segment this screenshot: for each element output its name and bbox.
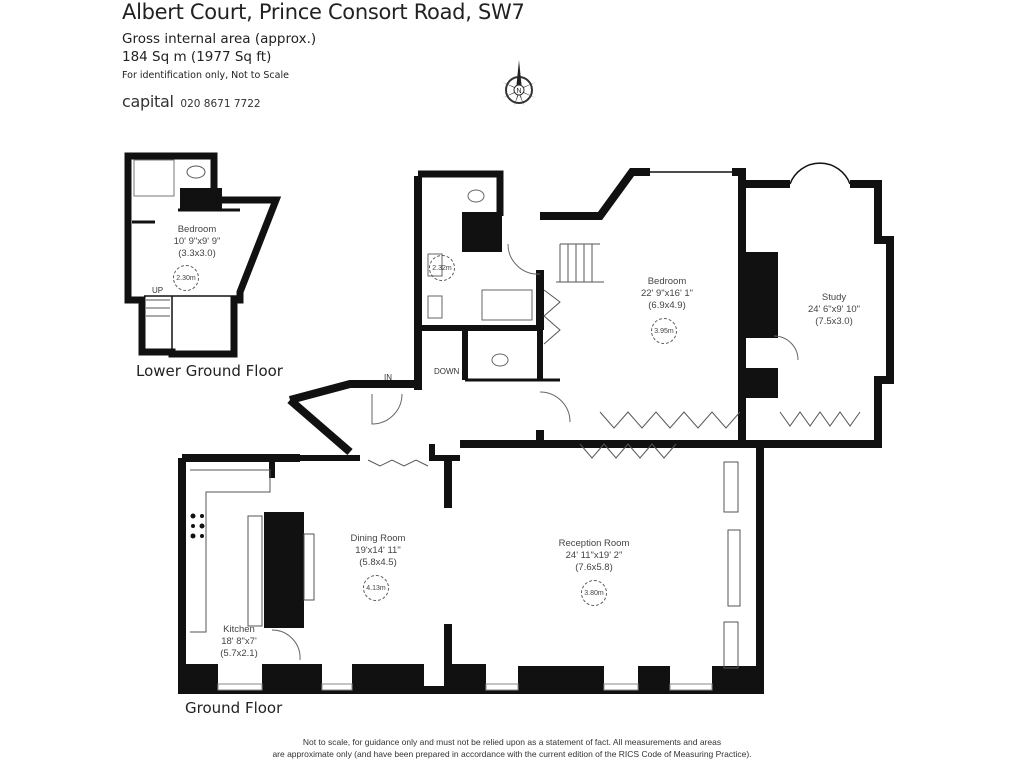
room-imperial: 18' 8"x7' bbox=[221, 636, 257, 647]
room-label-dining-room: Dining Room 19'x14' 11" (5.8x4.5) bbox=[351, 533, 406, 569]
room-imperial: 24' 11"x19' 2" bbox=[565, 550, 623, 561]
floor-label-ground: Ground Floor bbox=[185, 699, 283, 717]
floor-label-lower-ground: Lower Ground Floor bbox=[136, 362, 283, 380]
room-imperial: 10' 9"x9' 9" bbox=[173, 236, 221, 247]
room-name: Bedroom bbox=[647, 276, 687, 287]
room-name: Reception Room bbox=[558, 538, 630, 549]
disclaimer-line-1: Not to scale, for guidance only and must… bbox=[302, 737, 722, 747]
room-metric: (6.9x4.9) bbox=[648, 300, 686, 311]
room-label-kitchen: Kitchen 18' 8"x7' (5.7x2.1) bbox=[220, 624, 258, 660]
disclaimer: Not to scale, for guidance only and must… bbox=[0, 736, 1024, 760]
ceiling-height-lgf-bedroom: 2.30m bbox=[173, 265, 199, 291]
room-label-study: Study 24' 6"x9' 10" (7.5x3.0) bbox=[808, 292, 860, 328]
room-label-bedroom: Bedroom 22' 9"x16' 1" (6.9x4.9) bbox=[641, 276, 693, 312]
disclaimer-line-2: are approximate only (and have been prep… bbox=[272, 749, 752, 759]
compass-rose-icon: N bbox=[502, 60, 536, 106]
room-name: Kitchen bbox=[223, 624, 255, 635]
room-metric: (7.6x5.8) bbox=[575, 562, 613, 573]
room-name: Dining Room bbox=[350, 533, 406, 544]
room-imperial: 19'x14' 11" bbox=[355, 545, 401, 556]
room-label-lgf-bedroom: Bedroom 10' 9"x9' 9" (3.3x3.0) bbox=[174, 224, 221, 260]
room-metric: (3.3x3.0) bbox=[178, 248, 216, 259]
ceiling-height-reception-room: 3.80m bbox=[581, 580, 607, 606]
scale-note: For identification only, Not to Scale bbox=[122, 70, 289, 81]
room-name: Study bbox=[821, 292, 847, 303]
stairs-up-label: UP bbox=[152, 286, 164, 295]
property-title: Albert Court, Prince Consort Road, SW7 bbox=[122, 0, 525, 24]
area-label: Gross internal area (approx.) bbox=[122, 31, 317, 47]
room-imperial: 22' 9"x16' 1" bbox=[640, 288, 694, 299]
ceiling-height-bathroom: 2.32m bbox=[429, 255, 455, 281]
room-metric: (7.5x3.0) bbox=[815, 316, 853, 327]
brand-logo: capital bbox=[122, 92, 174, 111]
room-label-reception-room: Reception Room 24' 11"x19' 2" (7.6x5.8) bbox=[559, 538, 630, 574]
ceiling-height-dining-room: 4.13m bbox=[363, 575, 389, 601]
stairs-down-label: DOWN bbox=[434, 367, 460, 376]
area-value: 184 Sq m (1977 Sq ft) bbox=[122, 49, 272, 65]
ceiling-height-bedroom: 3.95m bbox=[651, 318, 677, 344]
entrance-label: IN bbox=[384, 373, 392, 382]
agent-brand: capital 020 8671 7722 bbox=[122, 92, 261, 111]
room-metric: (5.8x4.5) bbox=[359, 557, 397, 568]
room-imperial: 24' 6"x9' 10" bbox=[807, 304, 861, 315]
svg-text:N: N bbox=[516, 88, 521, 95]
room-name: Bedroom bbox=[177, 224, 217, 235]
brand-phone: 020 8671 7722 bbox=[180, 98, 261, 110]
room-metric: (5.7x2.1) bbox=[220, 648, 258, 659]
